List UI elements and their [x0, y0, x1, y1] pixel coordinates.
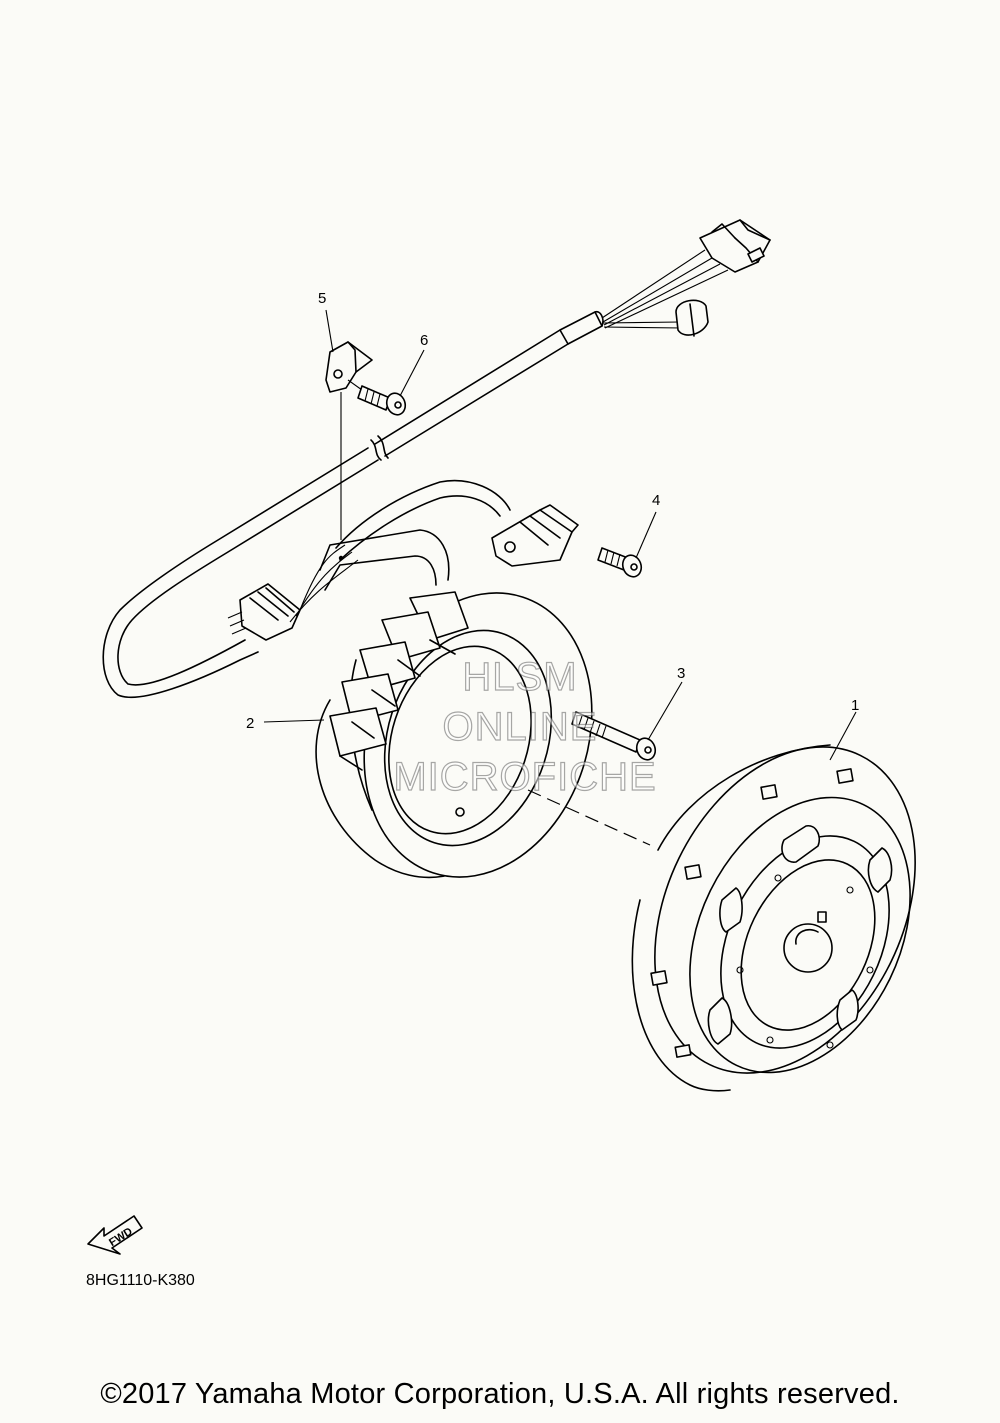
copyright-notice: ©2017 Yamaha Motor Corporation, U.S.A. A… — [100, 1378, 900, 1410]
watermark-line-1: HLSM — [462, 654, 578, 699]
diagram-part-code: 8HG1110-K380 — [86, 1272, 195, 1289]
callout-4: 4 — [652, 492, 660, 509]
callout-2: 2 — [246, 715, 254, 732]
screw-part-6 — [347, 379, 407, 416]
fwd-arrow-icon: FWD — [87, 1215, 143, 1255]
screw-part-4 — [597, 547, 643, 578]
flywheel-part-1 — [631, 744, 916, 1092]
watermark-line-2: ONLINE — [442, 704, 598, 749]
clamp-part-5 — [325, 341, 373, 393]
callout-5: 5 — [318, 290, 326, 307]
bolt-part-3 — [571, 711, 657, 761]
wire-harness — [102, 219, 771, 699]
watermark-line-3: MICROFICHE — [393, 754, 657, 799]
callout-6: 6 — [420, 332, 428, 349]
callout-3: 3 — [677, 665, 685, 682]
callout-1: 1 — [851, 697, 859, 714]
stator-part-2 — [315, 591, 593, 879]
